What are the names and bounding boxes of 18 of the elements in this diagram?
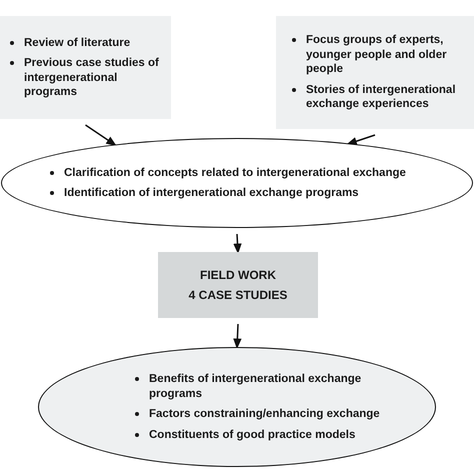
arrow	[85, 124, 117, 146]
source-box	[0, 16, 171, 119]
bullet-text: Identification of intergenerational exchange programs	[64, 186, 359, 200]
bullet-text: Stories of intergenerational exchange experiences	[306, 82, 457, 112]
source-box	[276, 16, 474, 129]
bullet-text: Benefits of intergenerational exchange programs	[149, 372, 362, 401]
bullet-text: Constituents of good practice models	[149, 428, 356, 442]
process-box	[158, 252, 318, 318]
bullet-text: Review of literature	[24, 36, 130, 50]
box-title: FIELD WORK	[200, 267, 276, 284]
bullet-text: Clarification of concepts related to intergenerational exchange	[64, 166, 406, 180]
arrow	[233, 234, 242, 254]
box-title: 4 CASE STUDIES	[188, 287, 288, 304]
bullet-text: Previous case studies of intergenerational programs	[24, 56, 160, 100]
arrow	[233, 324, 242, 350]
bullet-text: Focus groups of experts, younger people and older people	[306, 33, 448, 77]
bullet-text: Factors constraining/enhancing exchange	[149, 407, 380, 422]
arrow	[346, 134, 376, 146]
